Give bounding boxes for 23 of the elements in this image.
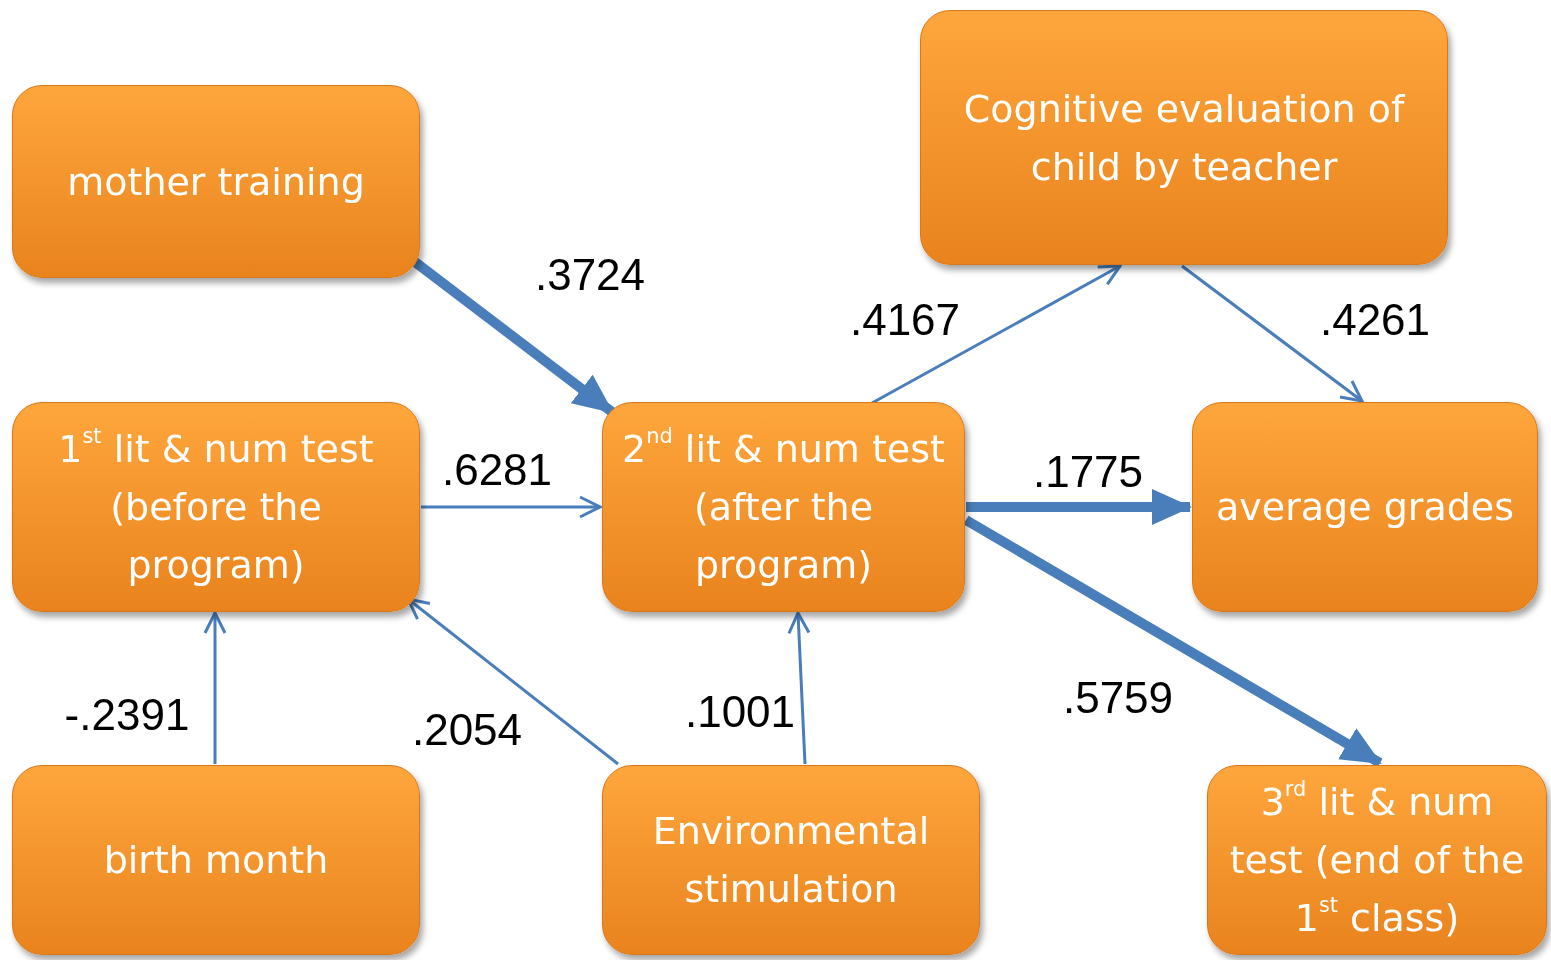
arrow — [421, 495, 602, 519]
node-label: average grades — [1216, 484, 1514, 531]
arrow — [411, 258, 616, 416]
process-box — [1207, 765, 1547, 955]
process-box — [12, 402, 420, 612]
process-box — [1192, 402, 1538, 612]
arrow — [787, 611, 811, 765]
node-label: Cognitive evaluation of child by teacher — [962, 85, 1406, 191]
arrow — [203, 611, 227, 764]
node-label: 3$^{rd}$ lit & num test (end of the 1$^{st}$ class) — [1228, 776, 1526, 942]
node-label: 1$^{st}$ lit & num test (before the program) — [57, 423, 375, 589]
process-box — [920, 10, 1448, 265]
process-box — [602, 402, 965, 612]
node-label: 2$^{nd}$ lit & num test (after the program) — [621, 423, 946, 589]
arrow — [406, 597, 619, 766]
arrow — [966, 489, 1192, 525]
node-label: birth month — [103, 837, 329, 884]
node-label: Environmental stimulation — [651, 808, 931, 913]
process-box — [12, 765, 420, 955]
arrow — [1181, 264, 1364, 403]
process-box — [602, 765, 980, 955]
process-box — [12, 85, 420, 278]
node-label: mother training — [67, 158, 365, 206]
